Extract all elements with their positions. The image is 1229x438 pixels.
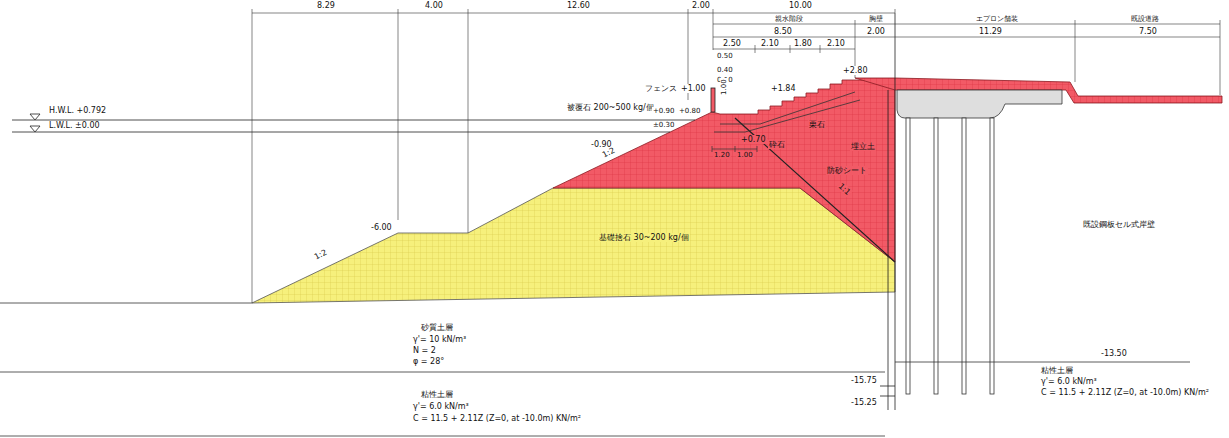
soil-parameter-label: γ'= 6.0 kN/m³ bbox=[412, 402, 470, 411]
dimension-label: 1.00 bbox=[720, 78, 728, 96]
soil-parameter-label: C = 11.5 + 2.11Z (Z=0, at -10.0m) KN/m² bbox=[412, 414, 582, 423]
part-name-label: エプロン舗装 bbox=[975, 15, 1019, 23]
dimension-label: 1.20 bbox=[713, 151, 731, 159]
water-level-label: L.W.L. ±0.00 bbox=[48, 121, 101, 130]
material-note-label: 基礎捨石 30~200 kg/個 bbox=[598, 233, 690, 242]
armor-and-fill bbox=[553, 80, 895, 262]
elevation-label: -15.25 bbox=[850, 398, 878, 407]
dimension-line bbox=[252, 9, 1220, 303]
soil-name-label: 砂質土層 bbox=[420, 323, 454, 332]
part-name-label: 既設鋼板セル式岸壁 bbox=[1082, 220, 1156, 229]
part-name-label: 既設道路 bbox=[1130, 15, 1160, 23]
dimension-label: 7.50 bbox=[1138, 27, 1158, 36]
elevation-label: +1.84 bbox=[770, 84, 797, 93]
elevation-label: +2.80 bbox=[842, 66, 869, 75]
dimension-label: 8.29 bbox=[316, 1, 336, 10]
elevation-label: +0.90 bbox=[652, 107, 675, 115]
material-note-label: 埋立土 bbox=[850, 142, 876, 151]
dimension-label: 1.80 bbox=[793, 39, 813, 48]
part-name-label: 胸壁 bbox=[868, 15, 884, 23]
water-level-label: H.W.L. +0.792 bbox=[48, 106, 107, 115]
dimension-label: 2.00 bbox=[866, 27, 886, 36]
dimension-label: 8.50 bbox=[773, 27, 793, 36]
dimension-label: 2.00 bbox=[691, 1, 711, 10]
part-name-label: フェンス bbox=[644, 84, 678, 93]
sand-sheet bbox=[735, 118, 895, 262]
soil-parameter-label: γ'= 6.0 kN/m³ bbox=[1040, 377, 1098, 386]
cell-wall-line bbox=[880, 13, 895, 410]
foundation-rubble bbox=[252, 188, 895, 303]
dimension-label: 2.10 bbox=[826, 39, 846, 48]
ground-line bbox=[0, 303, 1190, 436]
dimension-label: 1.00 bbox=[736, 151, 754, 159]
material-note-label: 被覆石 200~500 kg/個 bbox=[566, 103, 655, 112]
soil-parameter-label: C = 11.5 + 2.11Z (Z=0, at -10.0m) KN/m² bbox=[1040, 388, 1210, 397]
elevation-label: -15.75 bbox=[850, 376, 878, 385]
water-level-symbol bbox=[30, 114, 40, 132]
part-name-label: 親水階段 bbox=[774, 15, 804, 23]
existing-deck bbox=[897, 90, 1062, 118]
piles bbox=[906, 118, 994, 394]
dimension-label: 11.29 bbox=[978, 27, 1003, 36]
dimension-label: 2.50 bbox=[722, 39, 742, 48]
fence bbox=[711, 88, 715, 112]
material-note-label: 栗石 bbox=[808, 120, 826, 129]
dimension-label: 0.50 bbox=[716, 52, 734, 60]
slope-label: 1:2 bbox=[312, 247, 329, 262]
gravel-layer bbox=[714, 100, 860, 132]
dimension-label: 0.40 bbox=[716, 66, 734, 74]
material-note-label: 砕石 bbox=[768, 140, 786, 149]
material-note-label: 防砂シート bbox=[826, 166, 868, 175]
elevation-label: -6.00 bbox=[370, 223, 393, 232]
dimension-label: 10.00 bbox=[788, 1, 813, 10]
elevation-label: +0.70 bbox=[740, 135, 767, 144]
elevation-label: -13.50 bbox=[1100, 349, 1128, 358]
soil-name-label: 粘性土層 bbox=[1040, 366, 1074, 375]
gravel-layer bbox=[720, 92, 855, 124]
soil-parameter-label: N = 2 bbox=[412, 346, 437, 355]
elevation-label: ±0.30 bbox=[652, 121, 675, 129]
dimension-label: 2.10 bbox=[760, 39, 780, 48]
dimension-label: 4.00 bbox=[424, 1, 444, 10]
elevation-label: +1.00 bbox=[680, 84, 707, 93]
soil-name-label: 粘性土層 bbox=[420, 390, 454, 399]
dimension-label: 12.60 bbox=[566, 1, 591, 10]
soil-parameter-label: φ = 28° bbox=[412, 357, 445, 366]
water-level-line bbox=[12, 120, 695, 132]
elevation-label: +0.80 bbox=[678, 107, 701, 115]
soil-parameter-label: γ'= 10 kN/m³ bbox=[412, 335, 467, 344]
